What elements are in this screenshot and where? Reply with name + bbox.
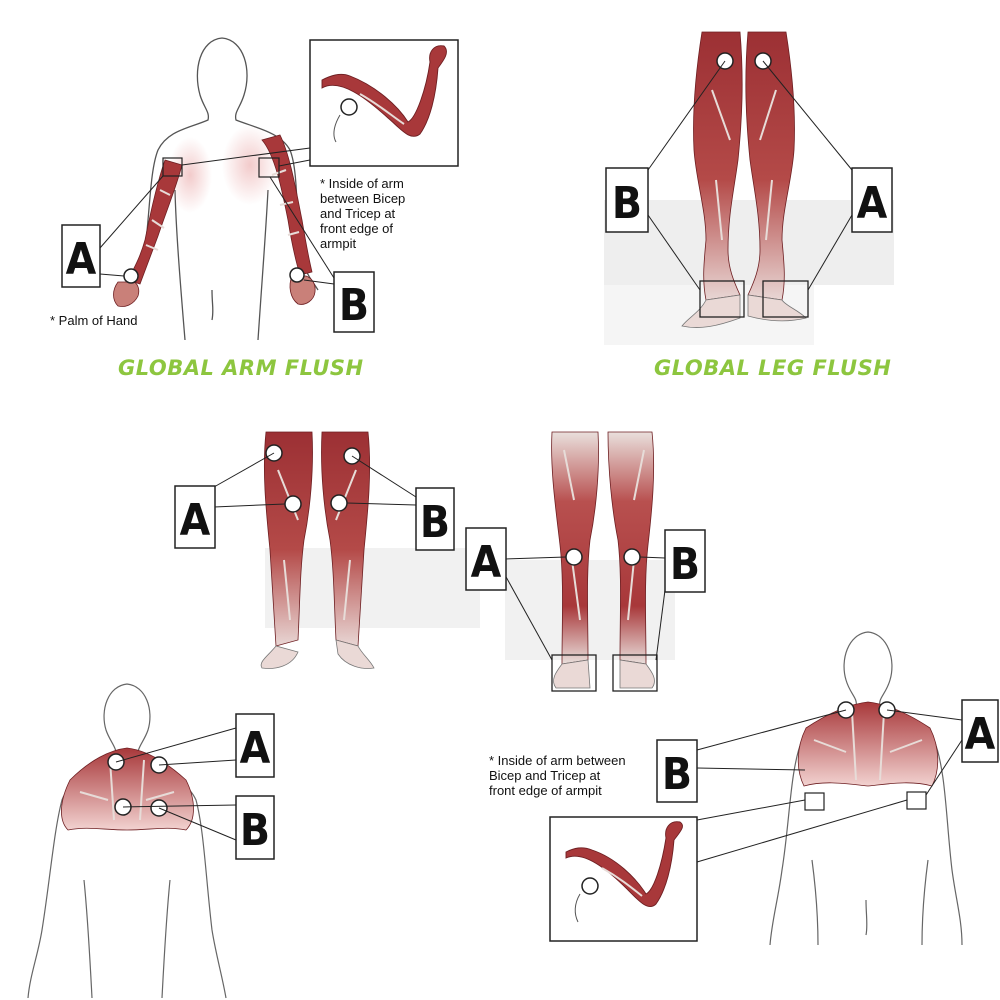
thigh-figure — [213, 431, 480, 669]
shoulder-label-a: A — [961, 699, 999, 763]
svg-text:A: A — [471, 537, 502, 588]
neck-label-b: B — [235, 795, 275, 860]
svg-text:B: B — [662, 749, 692, 800]
leg-label-b: B — [605, 167, 649, 233]
svg-text:B: B — [339, 280, 369, 331]
thigh-label-b: B — [415, 487, 455, 551]
arm-flush-figure — [99, 37, 459, 341]
svg-text:A: A — [66, 234, 97, 285]
shoulder-inside-note: * Inside of arm between Bicep and Tricep… — [489, 753, 626, 798]
svg-text:B: B — [670, 539, 700, 590]
arm-label-a: A — [61, 224, 101, 288]
leg-flush-title: GLOBAL LEG FLUSH — [654, 356, 892, 380]
arm-label-b: B — [333, 271, 375, 333]
svg-text:B: B — [420, 497, 450, 548]
thigh-label-a: A — [174, 485, 216, 549]
svg-text:B: B — [612, 178, 642, 229]
shoulder-label-b: B — [656, 739, 698, 803]
arm-flush-title: GLOBAL ARM FLUSH — [118, 356, 364, 380]
svg-text:B: B — [240, 805, 270, 856]
svg-text:A: A — [857, 178, 888, 229]
calf-label-b: B — [664, 529, 706, 593]
leg-label-a: A — [851, 167, 893, 233]
svg-text:A: A — [240, 723, 271, 774]
neck-label-a: A — [235, 713, 275, 778]
neck-figure — [27, 683, 237, 999]
leg-flush-figure — [604, 31, 894, 345]
calf-label-a: A — [465, 527, 507, 591]
svg-text:A: A — [180, 495, 211, 546]
arm-inside-note: * Inside of arm between Bicep and Tricep… — [320, 176, 406, 251]
shoulder-figure — [549, 631, 963, 946]
svg-text:A: A — [965, 709, 996, 760]
calf-figure — [504, 431, 675, 692]
arm-palm-note: * Palm of Hand — [50, 313, 138, 328]
